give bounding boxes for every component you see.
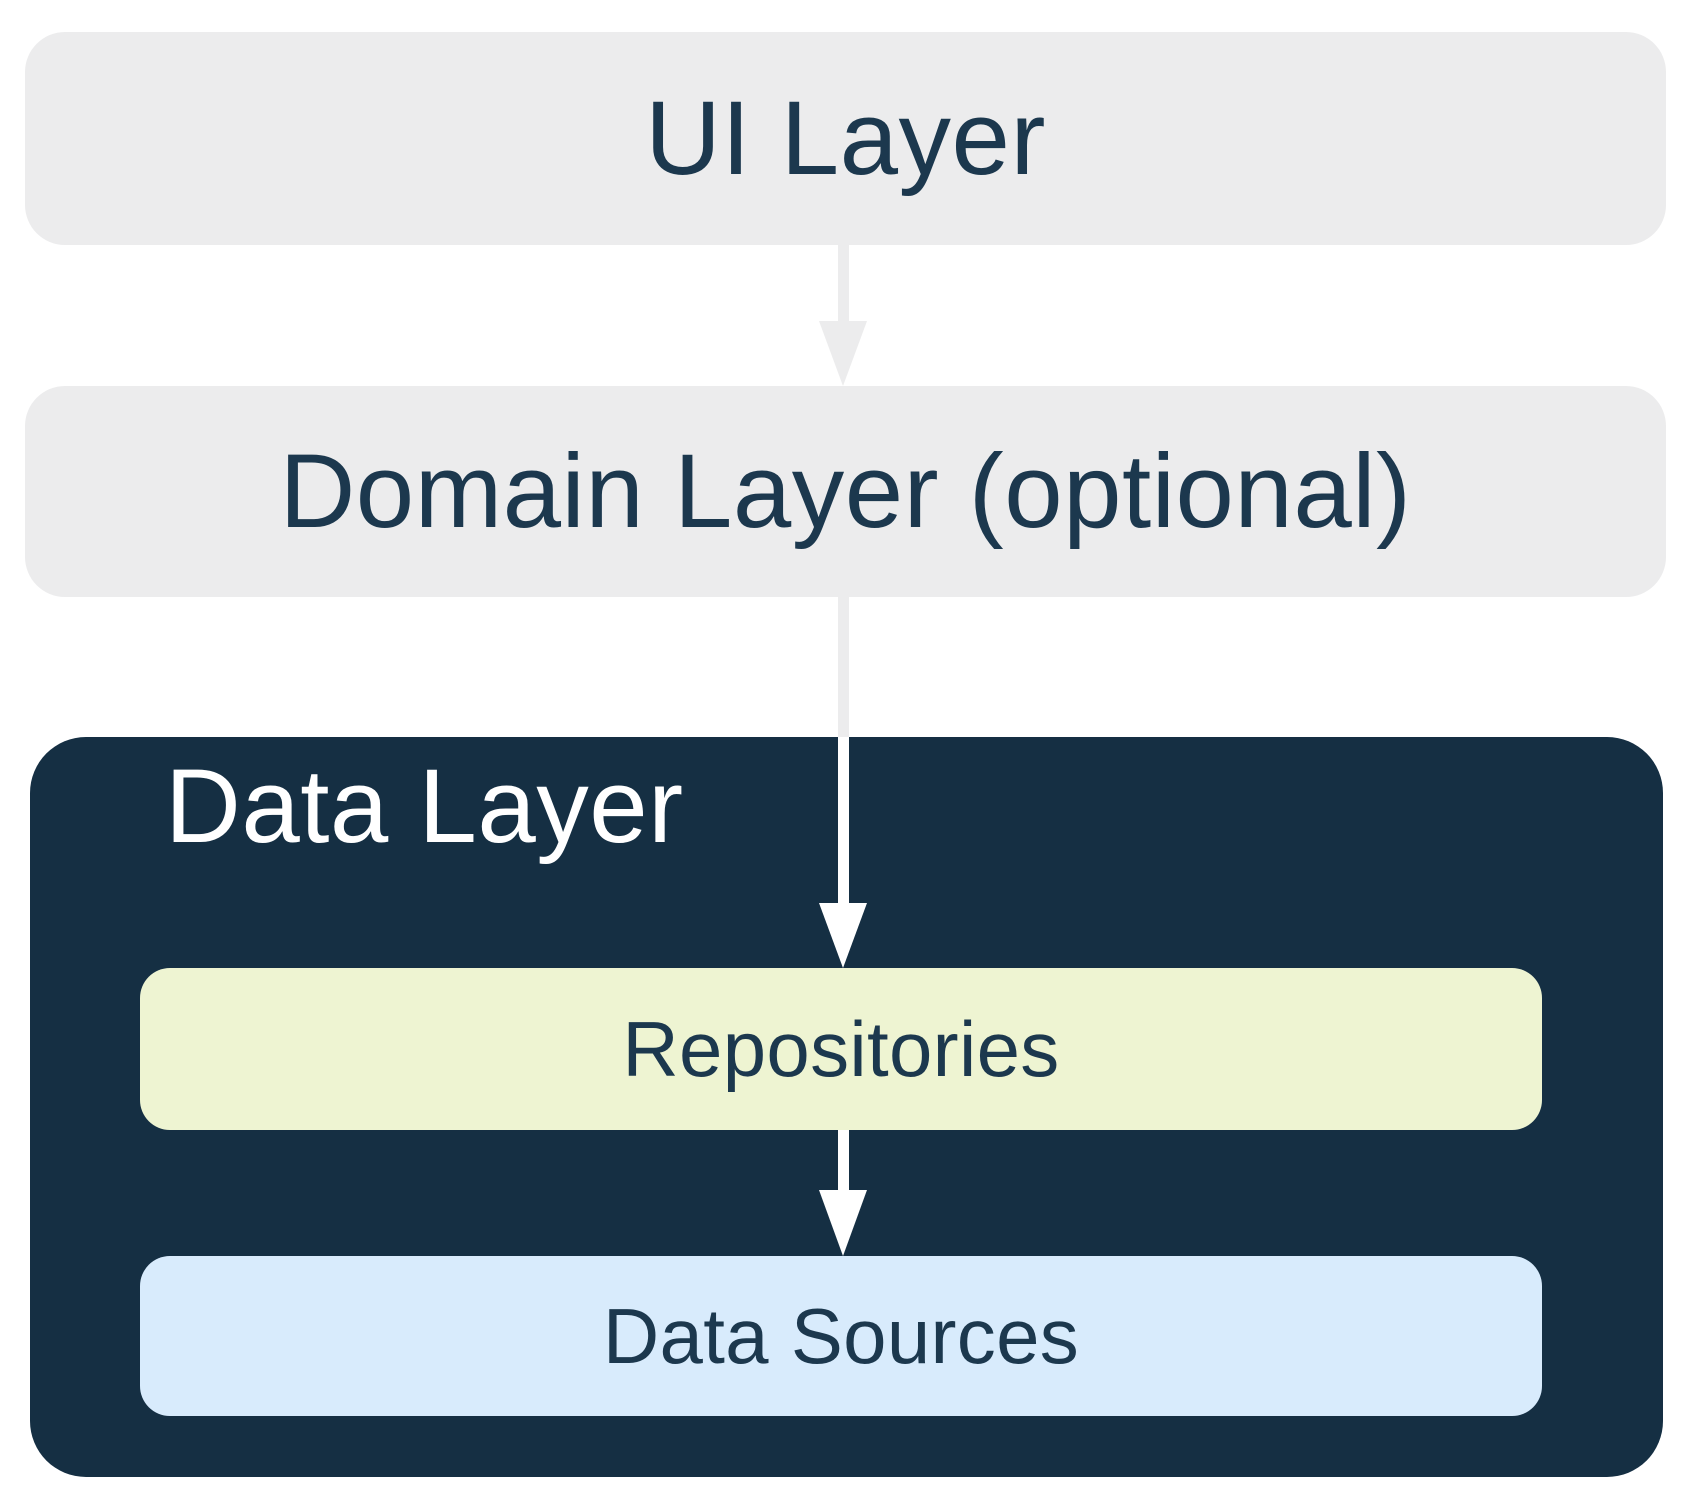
arrow-domain-to-repositories	[819, 597, 867, 968]
data-sources-box: Data Sources	[140, 1256, 1542, 1416]
data-layer-label: Data Layer	[165, 748, 684, 865]
repositories-box: Repositories	[140, 968, 1542, 1130]
arrow-ui-to-domain	[819, 245, 867, 386]
arrow-head-icon	[819, 1190, 867, 1256]
data-sources-label: Data Sources	[602, 1291, 1080, 1380]
arrow-shaft	[837, 1130, 849, 1191]
arrow-head-icon	[819, 903, 867, 968]
ui-layer-label: UI Layer	[645, 79, 1046, 197]
arrow-shaft	[837, 737, 849, 903]
arrow-shaft	[837, 245, 849, 323]
arrow-shaft	[837, 597, 849, 737]
arrow-repositories-to-data-sources	[819, 1130, 867, 1256]
arrow-head-icon	[819, 321, 867, 386]
domain-layer-label: Domain Layer (optional)	[279, 432, 1412, 550]
ui-layer-box: UI Layer	[25, 32, 1666, 245]
repositories-label: Repositories	[622, 1004, 1060, 1093]
domain-layer-box: Domain Layer (optional)	[25, 386, 1666, 597]
